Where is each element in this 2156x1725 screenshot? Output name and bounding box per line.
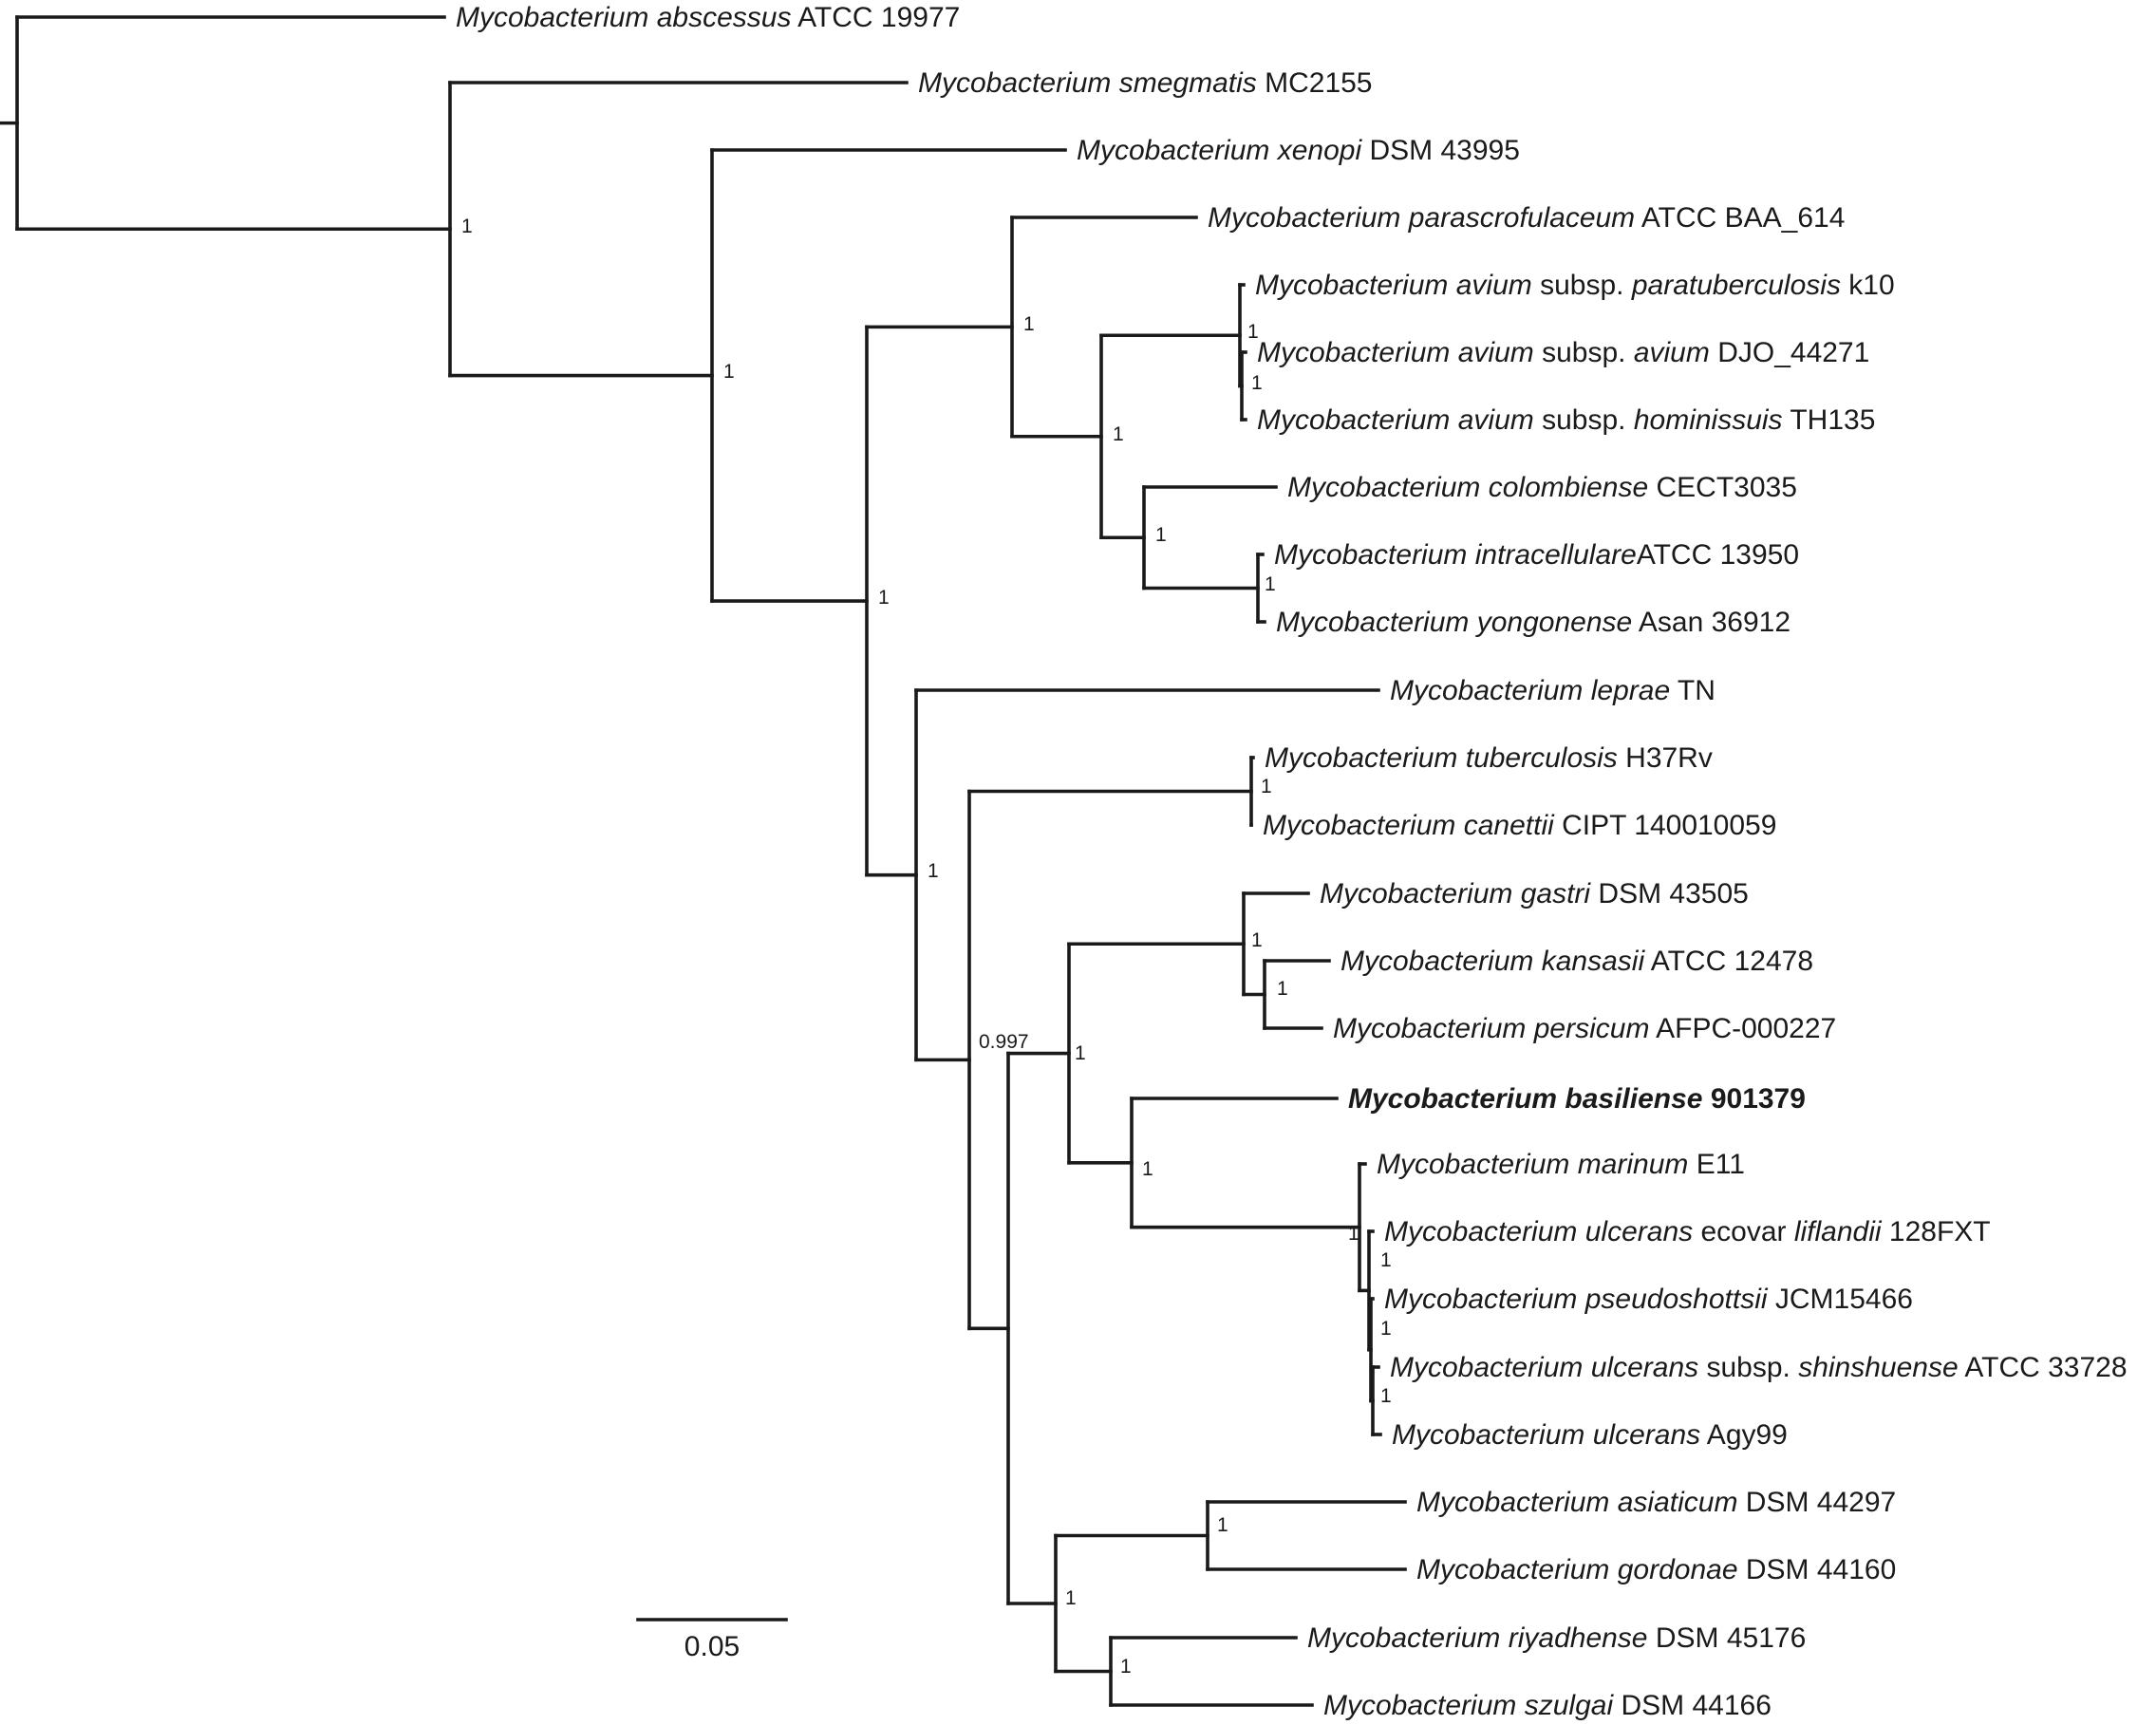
- tree-branches: [0, 15, 1407, 1707]
- support-value-n_ul3: 1: [1380, 1385, 1392, 1407]
- taxon-label-yongonense: Mycobacterium yongonense Asan 36912: [1276, 607, 1790, 638]
- support-value-n_av: 1: [1247, 321, 1259, 343]
- taxon-label-ulcerans_agy: Mycobacterium ulcerans Agy99: [1392, 1419, 1788, 1451]
- support-value-n_colint: 1: [1155, 524, 1167, 546]
- taxon-label-colombiense: Mycobacterium colombiense CECT3035: [1287, 472, 1797, 503]
- support-value-n_xen_rest: 1: [723, 361, 735, 383]
- taxon-label-canettii: Mycobacterium canettii CIPT 140010059: [1263, 810, 1776, 841]
- support-value-n_smeg_rest: 1: [461, 216, 473, 237]
- taxon-label-basiliense: Mycobacterium basiliense 901379: [1348, 1083, 1806, 1115]
- taxon-label-gastri: Mycobacterium gastri DSM 43505: [1320, 878, 1749, 909]
- support-value-n_basmar: 1: [1142, 1158, 1153, 1180]
- scale-bar-label: 0.05: [684, 1631, 740, 1662]
- taxon-label-kansasii: Mycobacterium kansasii ATCC 12478: [1340, 946, 1813, 977]
- taxon-label-leprae: Mycobacterium leprae TN: [1390, 675, 1715, 706]
- support-value-n_kanper: 1: [1277, 978, 1288, 1000]
- taxon-label-intracellulare: Mycobacterium intracellulareATCC 13950: [1274, 539, 1799, 571]
- support-value-n_riysz: 1: [1120, 1656, 1132, 1678]
- support-value-n_tbgrp: 1: [928, 860, 939, 882]
- support-value-n_asgrp: 1: [1065, 1587, 1077, 1609]
- taxon-label-marinum: Mycobacterium marinum E11: [1377, 1149, 1745, 1180]
- taxon-label-avium_hom: Mycobacterium avium subsp. hominissuis T…: [1257, 404, 1875, 436]
- support-value-n_tbbig: 0.997: [979, 1031, 1029, 1053]
- scale-bar: 0.05: [636, 1618, 788, 1662]
- support-value-n_intyon: 1: [1265, 573, 1276, 595]
- taxon-label-abscessus: Mycobacterium abscessus ATCC 19977: [456, 2, 960, 33]
- taxon-label-asiaticum: Mycobacterium asiaticum DSM 44297: [1416, 1487, 1896, 1518]
- support-value-n_av2: 1: [1251, 372, 1263, 394]
- taxon-label-ulcerans_lif: Mycobacterium ulcerans ecovar liflandii …: [1384, 1216, 1991, 1247]
- support-value-n_ul2: 1: [1380, 1318, 1392, 1340]
- taxon-label-persicum: Mycobacterium persicum AFPC-000227: [1333, 1013, 1836, 1044]
- taxon-label-xenopi: Mycobacterium xenopi DSM 43995: [1077, 135, 1520, 166]
- support-value-n_big: 1: [1075, 1042, 1086, 1064]
- taxon-label-gordonae: Mycobacterium gordonae DSM 44160: [1416, 1554, 1896, 1585]
- support-value-n_ul1: 1: [1380, 1249, 1392, 1271]
- support-value-n_tbcan: 1: [1261, 776, 1272, 797]
- taxon-label-szulgai: Mycobacterium szulgai DSM 44166: [1323, 1690, 1772, 1721]
- support-value-n_mar: 1: [1348, 1223, 1359, 1245]
- support-value-n_mac: 1: [1023, 313, 1035, 335]
- taxon-label-avium_avium: Mycobacterium avium subsp. avium DJO_442…: [1257, 337, 1869, 368]
- taxon-label-riyadhense: Mycobacterium riyadhense DSM 45176: [1307, 1622, 1806, 1654]
- support-value-n_kpg: 1: [1251, 929, 1263, 951]
- support-value-n_avcol: 1: [1113, 423, 1124, 445]
- taxon-label-ulcerans_shin: Mycobacterium ulcerans subsp. shinshuens…: [1390, 1352, 2128, 1383]
- taxon-label-pseudoshottsii: Mycobacterium pseudoshottsii JCM15466: [1384, 1284, 1913, 1315]
- support-value-n_mac_tb: 1: [878, 587, 890, 609]
- support-value-n_asgor: 1: [1217, 1514, 1228, 1536]
- taxon-labels: Mycobacterium abscessus ATCC 19977Mycoba…: [456, 2, 2128, 1721]
- taxon-label-parascrofulaceum: Mycobacterium parascrofulaceum ATCC BAA_…: [1208, 202, 1845, 234]
- taxon-label-avium_para: Mycobacterium avium subsp. paratuberculo…: [1255, 270, 1895, 301]
- taxon-label-tuberculosis: Mycobacterium tuberculosis H37Rv: [1265, 742, 1713, 774]
- taxon-label-smegmatis: Mycobacterium smegmatis MC2155: [918, 67, 1373, 99]
